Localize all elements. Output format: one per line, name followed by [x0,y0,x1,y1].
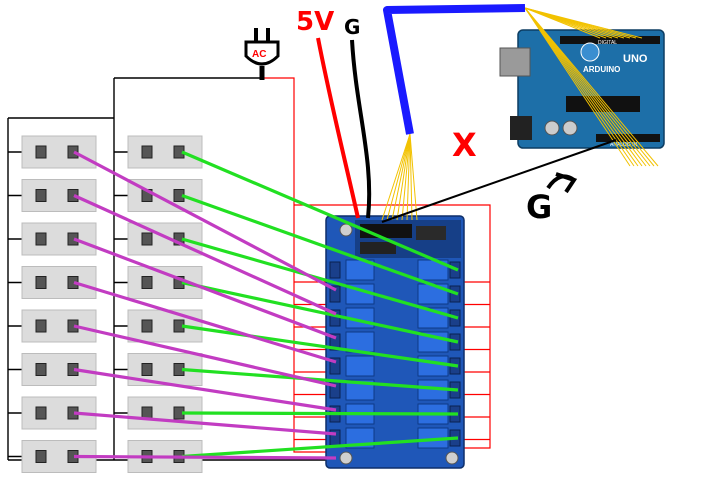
arduino-gnd-wire [381,139,617,223]
relay-terminal [329,261,341,279]
relay-terminal [329,333,341,351]
arduino-brand-label: ARDUINO [583,65,620,74]
relay [417,355,449,377]
ac-wiring [262,77,491,453]
ac-plug-icon: AC [244,28,280,80]
arduino-model-label: UNO [623,53,648,65]
relay [345,379,375,401]
relay-terminal [329,357,341,375]
vcc-wire [316,37,360,219]
socket [21,440,97,473]
gnd-top-label: G [344,15,360,39]
arduino-board: DIGITAL ANALOG IN ARDUINO UNO [499,29,665,149]
socket [21,222,97,256]
relay [417,283,449,305]
socket [21,309,97,343]
socket [127,135,203,169]
five-volt-label: 5V [296,7,334,37]
socket [21,179,97,212]
relay [345,355,375,377]
signal-wires [381,7,659,221]
analog-header-label: ANALOG IN [610,142,638,148]
relay-array [345,259,449,449]
digital-header-label: DIGITAL [598,40,617,46]
relay-module [325,215,465,469]
x-mark-label: X [452,126,477,164]
gnd-wire [350,39,372,219]
socket [21,353,97,386]
gnd-side-label: G [526,188,552,226]
socket [127,222,203,256]
relay-terminal [329,285,341,303]
socket [21,266,97,299]
signal-bundle [383,4,526,135]
socket [127,179,203,212]
magenta-wires [73,150,337,460]
green-wires [181,150,459,459]
socket [21,135,97,169]
ac-label: AC [252,49,266,60]
arrow-head-icon [555,172,578,194]
